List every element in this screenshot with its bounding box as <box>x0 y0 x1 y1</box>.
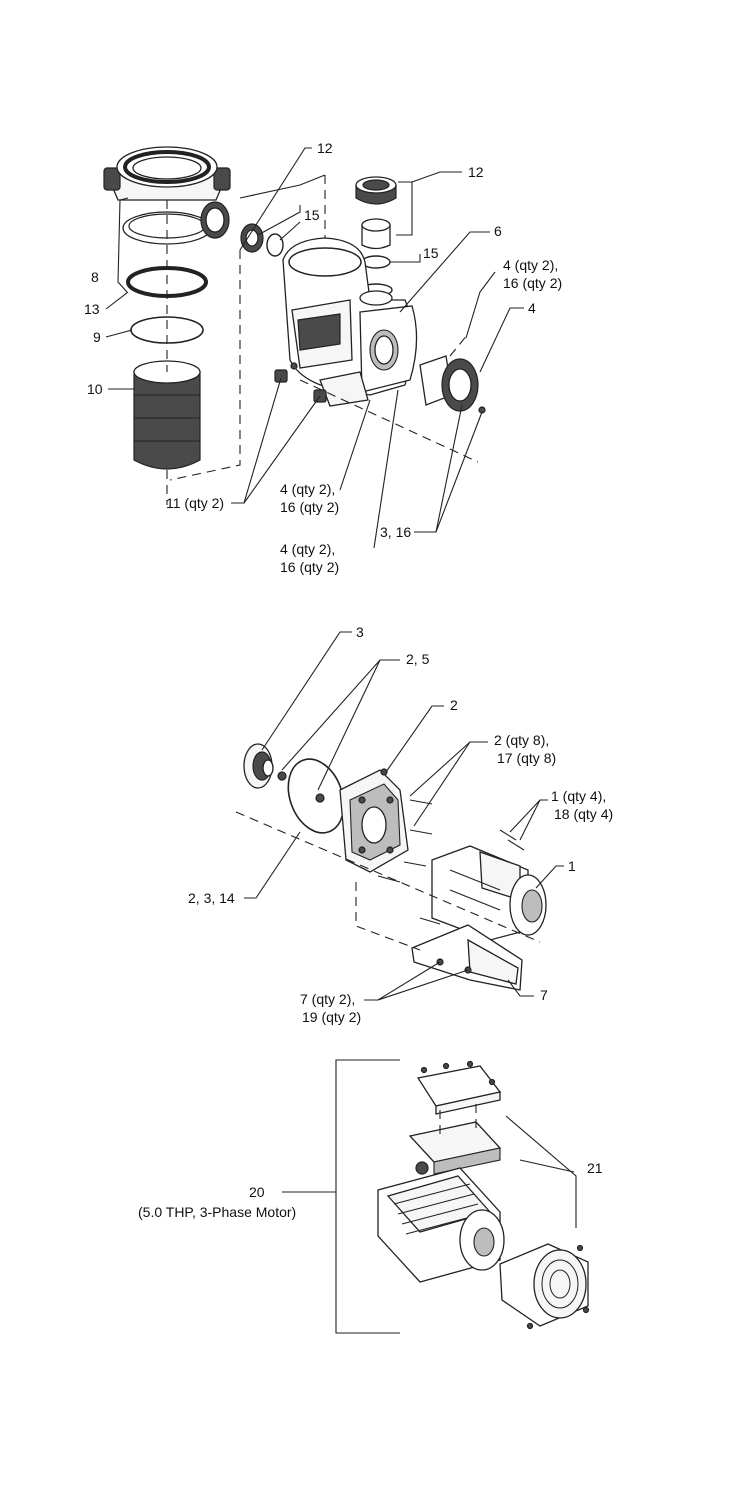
section-pump-housing: 12 12 15 15 6 8 13 9 10 4 (qty 2), 16 (q… <box>84 140 562 575</box>
label-4-16-mid-line1: 4 (qty 2), <box>280 481 335 497</box>
label-2-3-14: 2, 3, 14 <box>188 890 235 906</box>
label-15-left: 15 <box>304 207 320 223</box>
top-union-fitting <box>355 176 397 297</box>
pump-housing <box>282 237 418 407</box>
label-3: 3 <box>356 624 364 640</box>
junction-box-base <box>408 1104 502 1175</box>
section-three-phase-motor: 20 (5.0 THP, 3-Phase Motor) 21 <box>138 1059 603 1334</box>
label-2-17-line2: 17 (qty 8) <box>497 750 556 766</box>
label-4: 4 <box>528 300 536 316</box>
label-20: 20 <box>249 1184 265 1200</box>
three-phase-motor-body <box>377 1161 505 1283</box>
label-2-5: 2, 5 <box>406 651 430 667</box>
label-4-16-top-line2: 16 (qty 2) <box>503 275 562 291</box>
label-2: 2 <box>450 697 458 713</box>
junction-box-cover <box>416 1060 502 1115</box>
label-20-description: (5.0 THP, 3-Phase Motor) <box>138 1204 296 1220</box>
label-9: 9 <box>93 329 101 345</box>
label-3-16: 3, 16 <box>380 524 411 540</box>
strainer-lid <box>103 146 231 201</box>
label-13: 13 <box>84 301 100 317</box>
label-7-19-line2: 19 (qty 2) <box>302 1009 361 1025</box>
label-1-18-line1: 1 (qty 4), <box>551 788 606 804</box>
label-1: 1 <box>568 858 576 874</box>
label-4-16-low-line2: 16 (qty 2) <box>280 559 339 575</box>
pump-motor <box>431 845 547 941</box>
label-15-right: 15 <box>423 245 439 261</box>
label-11: 11 (qty 2) <box>166 495 224 511</box>
left-union-fitting <box>200 201 284 257</box>
label-12-right: 12 <box>468 164 484 180</box>
label-7-19-line1: 7 (qty 2), <box>300 991 355 1007</box>
outlet-flange <box>419 355 486 414</box>
label-4-16-mid-line2: 16 (qty 2) <box>280 499 339 515</box>
label-4-16-low-line1: 4 (qty 2), <box>280 541 335 557</box>
label-2-17-line1: 2 (qty 8), <box>494 732 549 748</box>
fan-cover <box>499 1243 590 1330</box>
label-4-16-top-line1: 4 (qty 2), <box>503 257 558 273</box>
label-7: 7 <box>540 987 548 1003</box>
label-6: 6 <box>494 223 502 239</box>
seal-plate-bolts <box>377 799 525 925</box>
label-21: 21 <box>587 1160 603 1176</box>
section-motor-assembly: 3 2, 5 2 2 (qty 8), 17 (qty 8) 1 (qty 4)… <box>188 624 613 1025</box>
seal-plate <box>339 768 409 873</box>
diffuser-gasket <box>287 758 345 834</box>
label-12-left: 12 <box>317 140 333 156</box>
label-1-18-line2: 18 (qty 4) <box>554 806 613 822</box>
strainer-basket <box>133 360 201 470</box>
label-8: 8 <box>91 269 99 285</box>
impeller <box>243 743 287 789</box>
label-10: 10 <box>87 381 103 397</box>
